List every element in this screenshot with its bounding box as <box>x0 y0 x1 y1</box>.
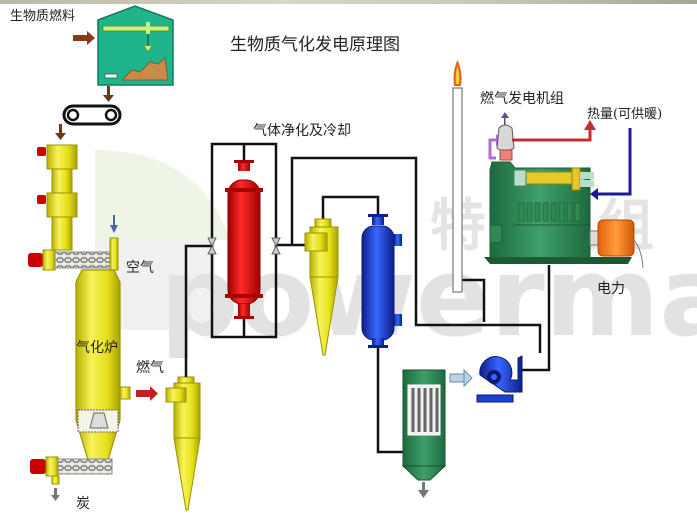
label-heat: 热量(可供暖) <box>587 107 662 122</box>
top-border-strip <box>0 0 697 4</box>
watermark-logo-shape <box>95 150 230 240</box>
label-gasifier: 气化炉 <box>76 340 118 356</box>
air-in-arrow <box>110 215 118 233</box>
pipe-exchanger-loop <box>210 142 278 339</box>
heat-out-arrow <box>584 120 596 130</box>
feed-column <box>37 144 78 251</box>
cyclone-1 <box>165 376 201 511</box>
valve-middle <box>37 195 46 204</box>
return-water-line <box>596 128 632 196</box>
gas-engine-generator <box>484 112 632 264</box>
pipe-top-loop <box>290 156 542 353</box>
label-electricity: 电力 <box>597 281 625 297</box>
cyclone-2 <box>304 218 339 356</box>
filter-down-arrow <box>418 482 429 498</box>
pipe-cyclone2-to-cooler <box>321 195 380 220</box>
charcoal-down-arrow <box>51 488 60 501</box>
screw-discharger <box>30 456 113 485</box>
fuel-gas-arrow <box>136 386 158 401</box>
valve-top <box>37 147 46 156</box>
bag-filter <box>401 369 447 481</box>
pipe-cooler-to-filter <box>376 345 403 454</box>
pipe-flare-branch <box>462 278 486 322</box>
valve-right <box>271 237 281 255</box>
pipes <box>184 142 551 454</box>
label-air: 空气 <box>126 260 154 276</box>
pipe-cyclone1-to-exchanger <box>184 244 212 377</box>
purple-gas-line <box>488 138 498 160</box>
label-fuel-gas: 燃气 <box>136 359 164 376</box>
label-biomass-fuel: 生物质燃料 <box>10 8 75 24</box>
power-cable <box>633 239 644 269</box>
fuel-in-arrow <box>73 31 95 45</box>
diagram-title: 生物质气化发电原理图 <box>230 35 400 55</box>
pipe-engine-to-blower <box>520 265 551 372</box>
label-gas-purification: 气体净化及冷却 <box>253 123 351 139</box>
belt-down-arrow <box>55 124 66 140</box>
silo-down-arrow <box>103 86 114 102</box>
heat-out-line <box>512 128 592 142</box>
filter-to-blower-arrow <box>449 368 473 388</box>
screw-feeder-top <box>28 237 119 271</box>
blower <box>476 355 523 403</box>
label-generator-set: 燃气发电机组 <box>480 90 564 107</box>
label-charcoal: 炭 <box>76 496 90 512</box>
conveyor-belt <box>62 104 122 126</box>
heat-exchanger-red <box>225 160 263 319</box>
gasifier <box>75 269 131 461</box>
flare-stack <box>452 60 463 293</box>
alternator <box>589 219 644 269</box>
cooler-blue <box>361 214 402 348</box>
valve-left <box>207 237 217 255</box>
biomass-silo <box>97 5 174 86</box>
